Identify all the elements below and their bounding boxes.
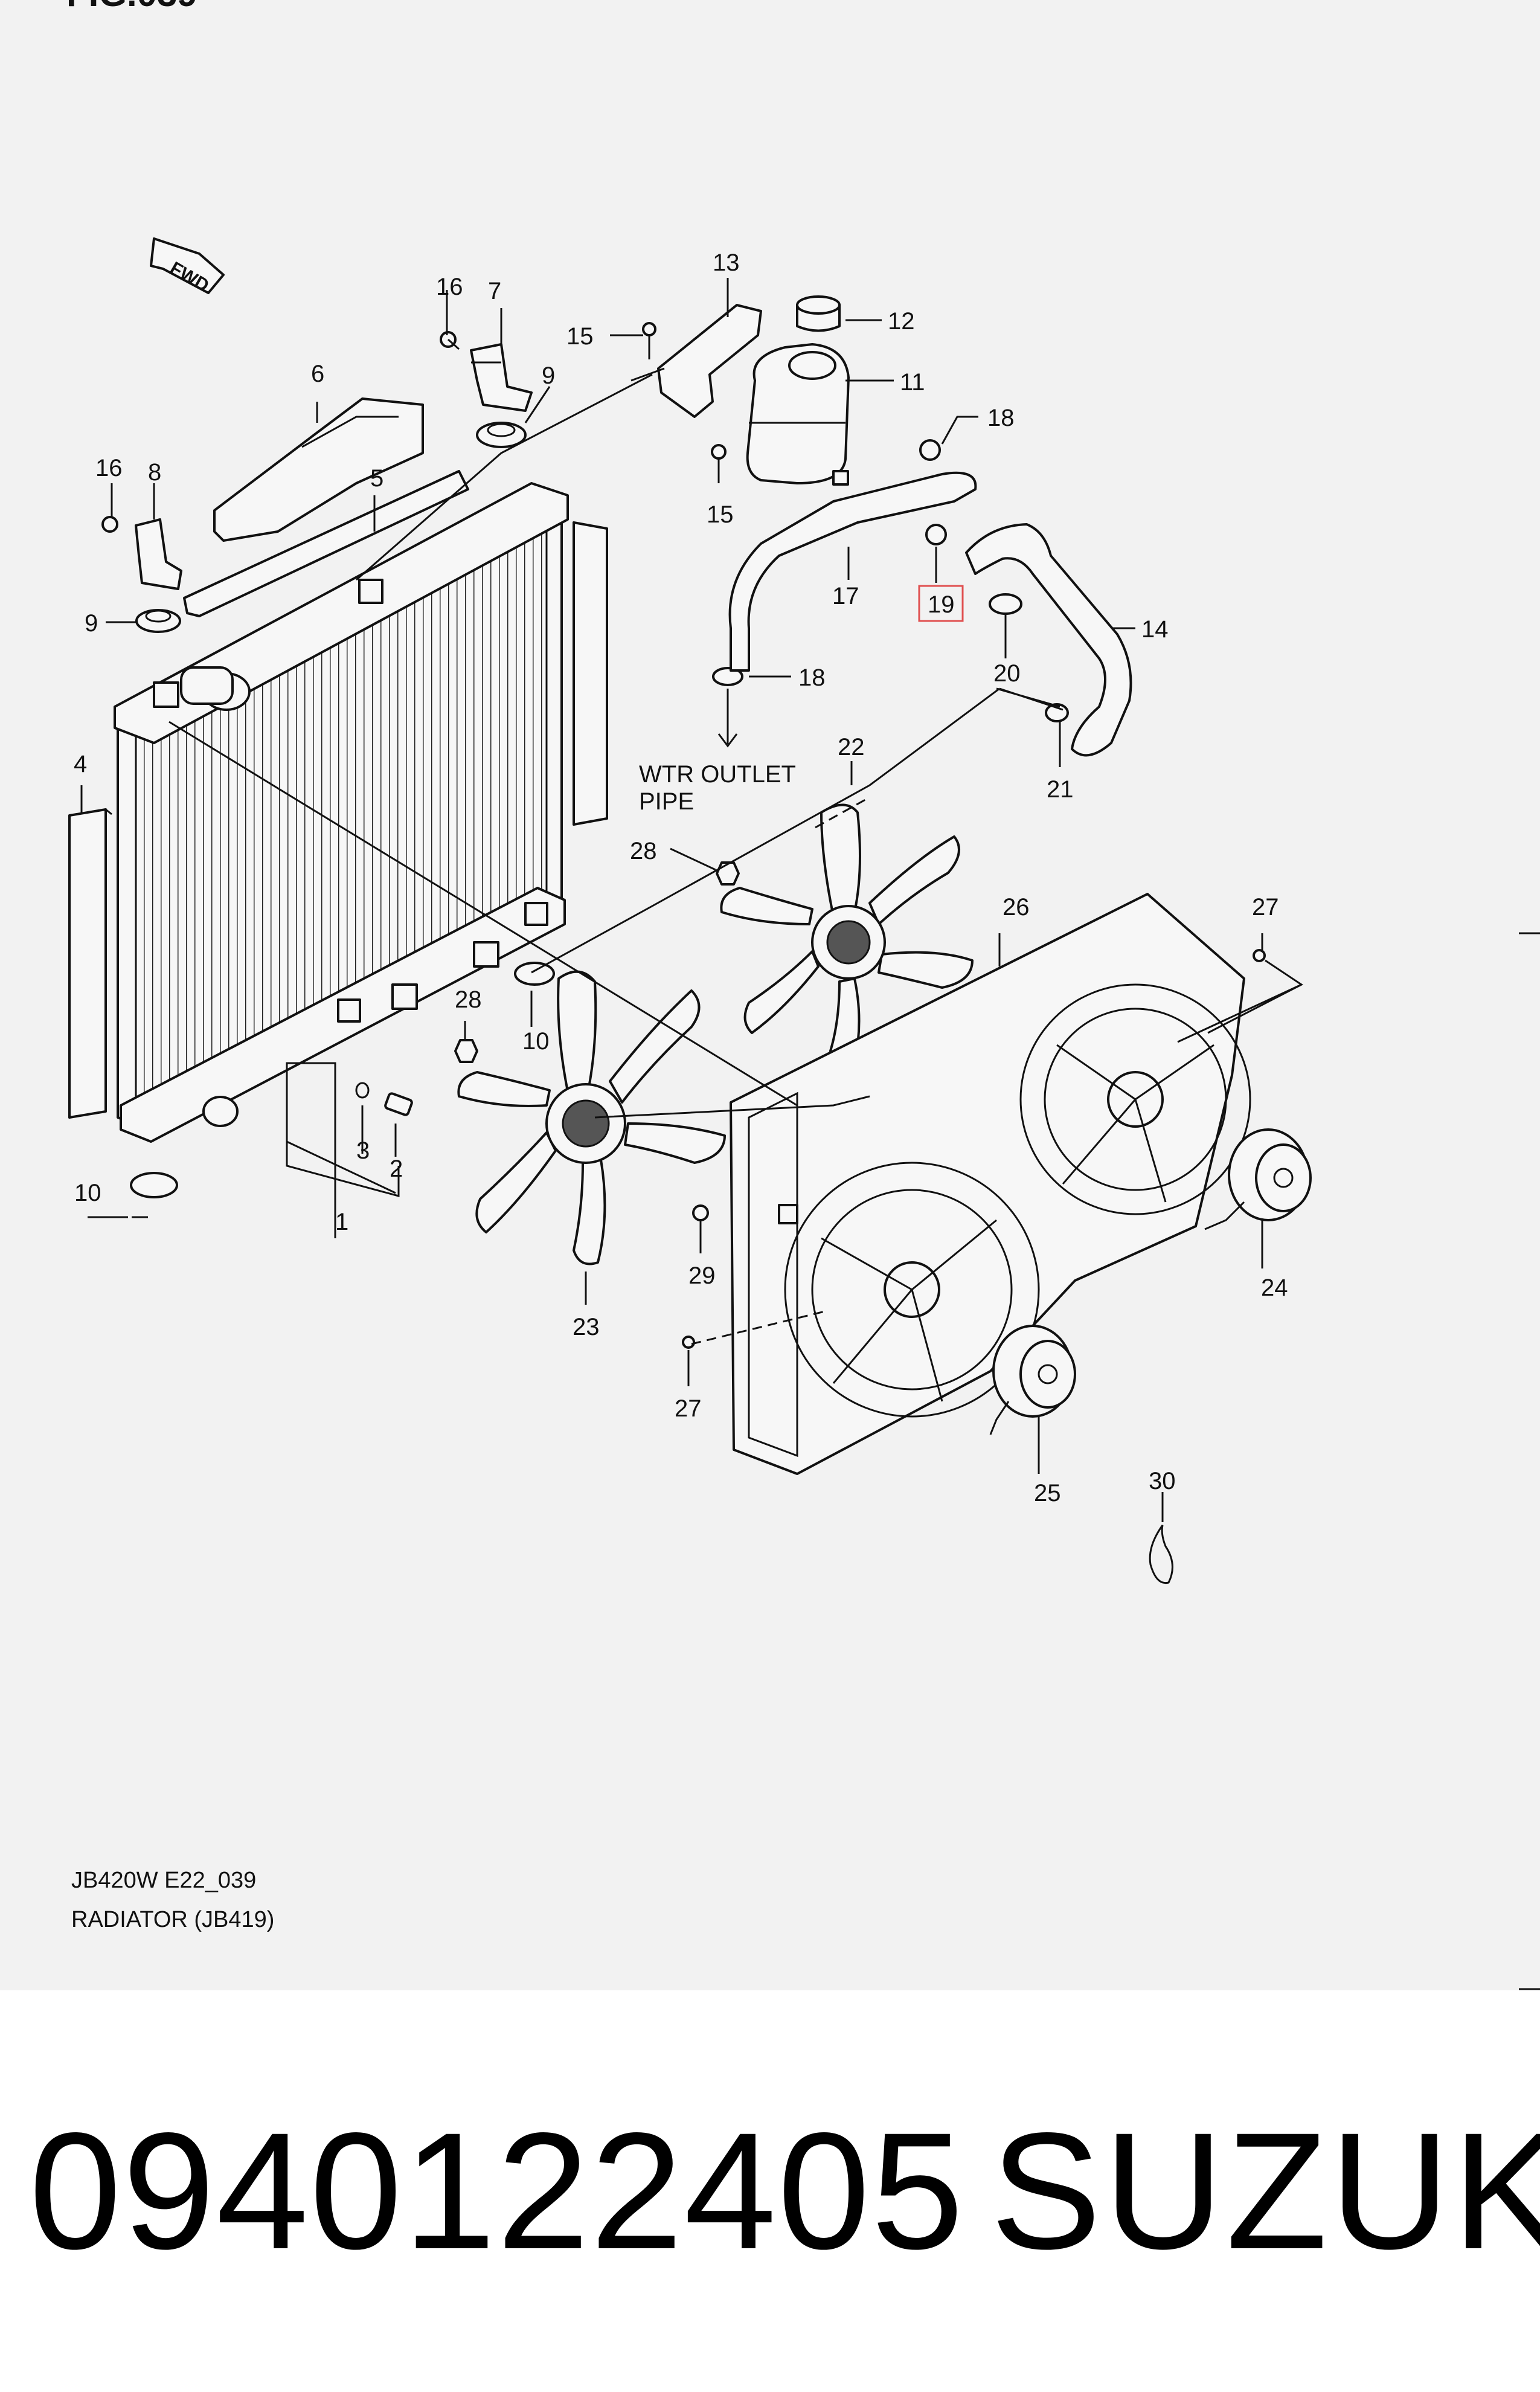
drain-plug-2 <box>384 1092 413 1116</box>
callout-29: 29 <box>688 1262 716 1289</box>
callout-17: 17 <box>832 583 859 609</box>
bracket-7 <box>470 343 533 412</box>
callout-30: 30 <box>1149 1468 1176 1494</box>
callout-16-lower: 16 <box>95 455 123 481</box>
screw-29 <box>692 1204 709 1221</box>
fan-motor-25 <box>989 1325 1076 1435</box>
fan-motor-24 <box>1204 1128 1312 1230</box>
fwd-arrow-icon: FWD <box>150 237 225 296</box>
callout-14: 14 <box>1141 616 1169 643</box>
callout-19: 19 <box>928 591 955 618</box>
callout-26: 26 <box>1003 894 1030 921</box>
callout-15-lower: 15 <box>707 501 734 528</box>
reservoir-cap-12 <box>796 295 841 332</box>
reservoir-hose-17 <box>728 471 977 672</box>
fan-shroud-26 <box>730 893 1251 1475</box>
bolt-16-lower <box>101 516 118 533</box>
outlet-pipe-label-line2: PIPE <box>639 788 694 815</box>
callout-3: 3 <box>356 1137 370 1164</box>
nut-28-left <box>454 1039 478 1063</box>
callout-10-right: 10 <box>522 1028 550 1055</box>
callout-16-upper: 16 <box>436 274 463 300</box>
diagram-ref-title: RADIATOR (JB419) <box>71 1907 274 1932</box>
callout-25: 25 <box>1034 1480 1061 1506</box>
callout-8: 8 <box>148 459 161 486</box>
bracket-13 <box>657 304 762 418</box>
side-seal-4 <box>68 808 112 1119</box>
clamp-21 <box>1045 703 1069 722</box>
callout-6: 6 <box>311 361 324 387</box>
callout-11: 11 <box>900 369 925 396</box>
bracket-8 <box>135 518 182 590</box>
callout-10-bottom: 10 <box>74 1180 101 1206</box>
callout-12: 12 <box>888 308 915 335</box>
exploded-parts-diagram: FIG.039 FWD <box>66 0 1540 1990</box>
fan-23 <box>457 970 726 1265</box>
screw-27-lower <box>682 1336 695 1349</box>
callout-27-right: 27 <box>1252 894 1279 921</box>
callout-13: 13 <box>713 249 740 276</box>
callout-24: 24 <box>1261 1275 1288 1301</box>
part-number: 0940122405 <box>29 2098 965 2284</box>
diagram-panel: FIG.039 FWD <box>0 0 1540 1990</box>
callout-22: 22 <box>838 734 865 760</box>
radiator-core <box>114 482 569 1143</box>
screw-27-right <box>1253 949 1266 962</box>
clamp-20 <box>989 593 1022 615</box>
clamp-18-lower <box>712 667 743 686</box>
leader-lines <box>80 278 1304 1522</box>
clamp-19 <box>925 524 947 545</box>
callout-19-highlight-box <box>918 585 964 622</box>
callout-7: 7 <box>488 278 501 304</box>
callout-18-lower: 18 <box>798 664 826 691</box>
callout-23: 23 <box>573 1314 600 1340</box>
upper-seal-5 <box>183 470 469 617</box>
callout-15-upper: 15 <box>566 323 594 350</box>
callout-21: 21 <box>1047 776 1074 803</box>
callout-5: 5 <box>370 465 383 492</box>
callout-2: 2 <box>390 1156 403 1182</box>
figure-label: FIG.039 <box>66 0 197 14</box>
radiator-hose-14 <box>965 523 1132 757</box>
fan-22 <box>720 803 974 1066</box>
callout-27-lower: 27 <box>675 1395 702 1422</box>
callout-20: 20 <box>993 660 1021 687</box>
cushion-9-lower <box>135 609 181 633</box>
reservoir-tank-11 <box>746 343 850 486</box>
callout-4: 4 <box>74 751 87 777</box>
clip-30 <box>1149 1525 1173 1584</box>
radiator-cover-6 <box>213 397 424 542</box>
cushion-10-right <box>514 962 555 986</box>
callout-9-upper: 9 <box>542 362 555 389</box>
cushion-10-bottom <box>130 1172 178 1198</box>
callout-1: 1 <box>335 1209 348 1235</box>
callout-28-left: 28 <box>455 986 482 1013</box>
side-seal-right <box>573 521 608 826</box>
outlet-arrow-icon <box>717 689 738 748</box>
outlet-pipe-label-line1: WTR OUTLET <box>639 761 796 788</box>
bolt-16-upper <box>440 331 460 350</box>
footer-bar <box>0 1990 1540 2392</box>
brand-name: SUZUKI <box>990 2098 1540 2284</box>
o-ring-3 <box>355 1082 370 1099</box>
callout-28-center: 28 <box>630 838 657 864</box>
bolt-15-lower <box>711 444 727 460</box>
callout-18-upper: 18 <box>987 405 1015 431</box>
callout-labels: 1 2 3 4 5 6 7 8 9 9 10 10 11 12 13 14 15… <box>74 249 1288 1506</box>
nut-28-center <box>716 861 740 886</box>
bolt-15-upper <box>642 322 656 359</box>
clamp-18-upper <box>919 439 941 461</box>
cushion-9-upper <box>476 422 527 448</box>
callout-9-lower: 9 <box>85 610 98 637</box>
diagram-ref-code: JB420W E22_039 <box>71 1868 256 1893</box>
